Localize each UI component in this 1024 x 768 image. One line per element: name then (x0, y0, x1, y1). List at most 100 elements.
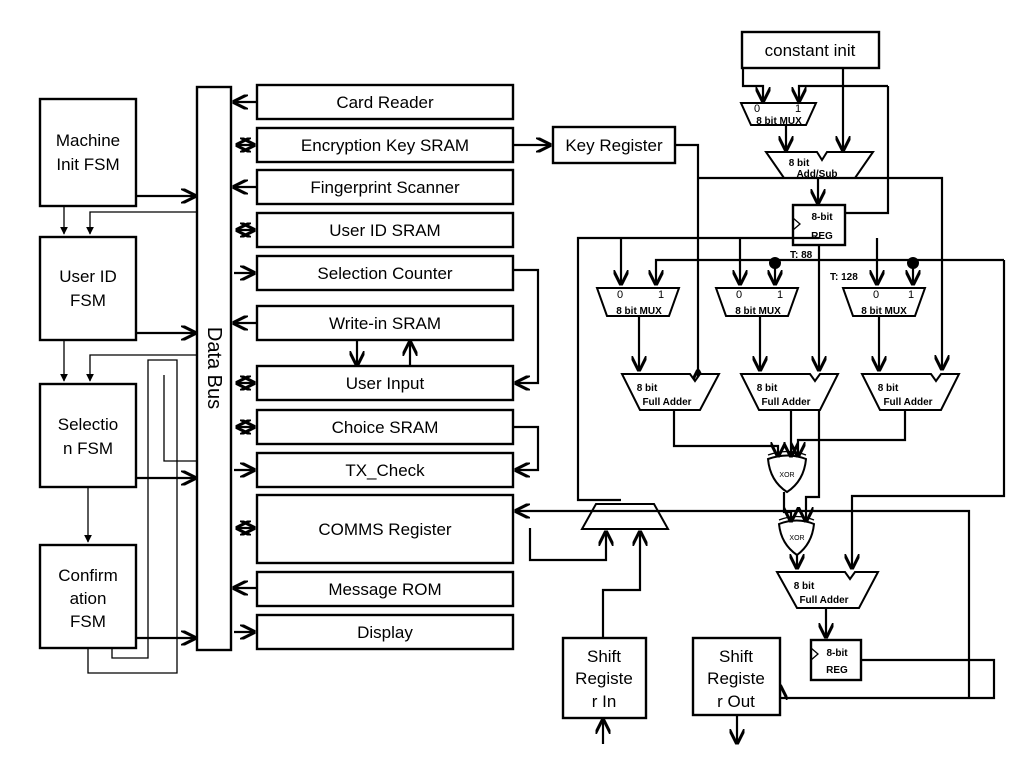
write-in-sram: Write-in SRAM (255, 304, 515, 342)
write-in-sram-label: Write-in SRAM (329, 314, 441, 333)
adder-1-line1: 8 bit (637, 383, 658, 394)
key-register: Key Register (551, 125, 677, 165)
comms-register-label: COMMS Register (318, 520, 452, 539)
key-register-label: Key Register (565, 136, 663, 155)
comms-mux (580, 503, 670, 530)
selection-counter: Selection Counter (255, 254, 515, 292)
adder-3-line2: Full Adder (883, 397, 932, 408)
machine-init-fsm: Machine Init FSM (38, 97, 138, 208)
bottom-register: 8-bit REG (809, 638, 863, 682)
xor-gate-2: XOR (777, 515, 816, 557)
user-input-label: User Input (346, 374, 425, 393)
confirmation-fsm-line3: FSM (70, 612, 106, 631)
selection-fsm: Selectio n FSM (38, 382, 138, 489)
mux-1: 0 1 8 bit MUX (595, 287, 681, 317)
mux-3-label: 8 bit MUX (861, 306, 907, 317)
user-id-sram: User ID SRAM (255, 211, 515, 249)
top-reg-line2: REG (811, 231, 833, 242)
mux-3-in0: 0 (873, 289, 879, 301)
mux-row: 0 1 8 bit MUX 0 1 8 bit MUX 0 1 8 bit MU… (595, 287, 927, 370)
tap-dot-2 (907, 257, 919, 269)
peripheral-wires (357, 145, 550, 470)
shift-in-line1: Shift (587, 647, 621, 666)
mux-1-in0: 0 (617, 289, 623, 301)
message-rom: Message ROM (255, 570, 515, 608)
mux-1-label: 8 bit MUX (616, 306, 662, 317)
fingerprint-scanner: Fingerprint Scanner (255, 168, 515, 206)
mux-2-in0: 0 (736, 289, 742, 301)
message-rom-label: Message ROM (328, 580, 441, 599)
confirmation-fsm-line1: Confirm (58, 566, 118, 585)
xor-1-label: XOR (779, 472, 794, 479)
selection-fsm-line1: Selectio (58, 415, 118, 434)
adder-bottom-line2: Full Adder (799, 595, 848, 606)
add-sub-line2: Add/Sub (796, 169, 837, 180)
confirmation-fsm: Confirm ation FSM (38, 543, 138, 650)
adder-1-line2: Full Adder (642, 397, 691, 408)
user-id-fsm-line1: User ID (59, 267, 117, 286)
full-adder-1: 8 bit Full Adder (620, 373, 721, 411)
full-adder-bottom: 8 bit Full Adder (775, 571, 880, 609)
shift-in-line2: Registe (575, 669, 633, 688)
constant-init-label: constant init (765, 41, 856, 60)
bus-links (234, 102, 256, 632)
selection-counter-label: Selection Counter (317, 264, 452, 283)
tap-bus: T: 88 T: 128 (576, 236, 1004, 502)
data-bus-label: Data Bus (203, 327, 225, 409)
machine-init-fsm-line2: Init FSM (56, 155, 119, 174)
mux-3: 0 1 8 bit MUX (841, 287, 927, 317)
top-mux: 0 1 8 bit MUX (739, 102, 818, 127)
user-id-fsm: User ID FSM (38, 235, 138, 342)
card-reader: Card Reader (255, 83, 515, 121)
full-adder-3: 8 bit Full Adder (860, 373, 961, 411)
confirmation-fsm-line2: ation (70, 589, 107, 608)
bottom-reg-line2: REG (826, 665, 848, 676)
shift-register-out: Shift Registe r Out (691, 636, 782, 717)
add-sub-unit: 8 bit Add/Sub (764, 151, 875, 180)
bottom-reg-line1: 8-bit (826, 648, 848, 659)
machine-init-fsm-line1: Machine (56, 131, 120, 150)
mux-2-label: 8 bit MUX (735, 306, 781, 317)
top-reg-line1: 8-bit (811, 212, 833, 223)
mux-2-in1: 1 (777, 289, 783, 301)
top-mux-label: 8 bit MUX (756, 116, 802, 127)
tx-check-label: TX_Check (345, 461, 425, 480)
shift-register-in: Shift Registe r In (561, 636, 648, 720)
tap-dot-1 (769, 257, 781, 269)
data-bus: Data Bus (195, 85, 233, 652)
tap-label-1: T: 88 (790, 250, 813, 261)
add-sub-line1: 8 bit (789, 158, 810, 169)
full-adder-2: 8 bit Full Adder (739, 373, 840, 411)
choice-sram: Choice SRAM (255, 408, 515, 446)
top-mux-in0: 0 (754, 103, 760, 115)
top-mux-in1: 1 (795, 103, 801, 115)
fingerprint-scanner-label: Fingerprint Scanner (310, 178, 460, 197)
tap-label-2: T: 128 (830, 272, 858, 283)
shift-out-line1: Shift (719, 647, 753, 666)
display: Display (255, 613, 515, 651)
mux-1-in1: 1 (658, 289, 664, 301)
user-input: User Input (255, 364, 515, 402)
constant-init: constant init (740, 30, 881, 70)
comms-register: COMMS Register (255, 493, 515, 565)
adder-2-line2: Full Adder (761, 397, 810, 408)
encryption-key-sram-label: Encryption Key SRAM (301, 136, 469, 155)
shift-out-line2: Registe (707, 669, 765, 688)
crypto-top-wires (675, 68, 942, 392)
mux-2: 0 1 8 bit MUX (714, 287, 800, 317)
user-id-sram-label: User ID SRAM (329, 221, 440, 240)
card-reader-label: Card Reader (336, 93, 434, 112)
adder-bottom-line1: 8 bit (794, 581, 815, 592)
shift-in-line3: r In (592, 692, 617, 711)
adder-2-line1: 8 bit (757, 383, 778, 394)
user-id-fsm-line2: FSM (70, 291, 106, 310)
adder-3-line1: 8 bit (878, 383, 899, 394)
choice-sram-label: Choice SRAM (332, 418, 439, 437)
display-label: Display (357, 623, 413, 642)
mux-3-in1: 1 (908, 289, 914, 301)
selection-fsm-line2: n FSM (63, 439, 113, 458)
xor-gate-1: XOR (766, 450, 808, 494)
tx-check: TX_Check (255, 451, 515, 489)
encryption-key-sram: Encryption Key SRAM (255, 126, 515, 164)
